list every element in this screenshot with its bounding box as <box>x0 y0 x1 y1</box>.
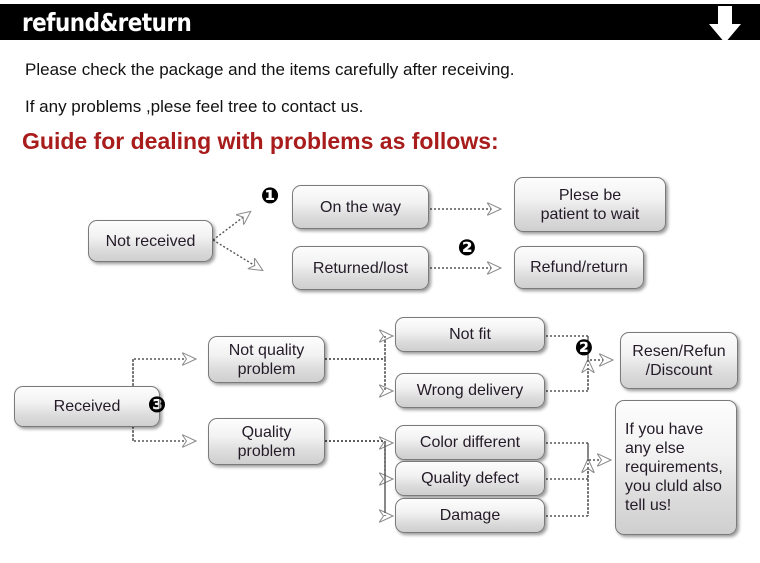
node-label-block: If you have any else requirements, you c… <box>625 420 723 515</box>
badge-3: ❸ <box>147 393 167 418</box>
node-returned-lost[interactable]: Returned/lost <box>292 246 429 290</box>
node-label-line-1: Resen/Refun <box>632 342 726 360</box>
node-not-fit[interactable]: Not fit <box>395 317 545 352</box>
node-label-line-5: tell us! <box>625 497 672 514</box>
node-not-received[interactable]: Not received <box>88 220 213 262</box>
badge-2-section1: ❷ <box>457 236 477 261</box>
node-not-quality-problem[interactable]: Not quality problem <box>208 336 325 383</box>
node-color-different[interactable]: Color different <box>395 425 545 460</box>
flowchart: Not received On the way Returned/lost Pl… <box>0 160 760 560</box>
node-quality-problem[interactable]: Quality problem <box>208 418 325 465</box>
node-label: Refund/return <box>530 259 628 276</box>
node-label: Wrong delivery <box>416 382 524 399</box>
node-label: Received <box>53 398 121 415</box>
node-damage[interactable]: Damage <box>395 498 545 533</box>
node-label-line-4: you cluld also <box>625 478 722 495</box>
node-label-line-3: requirements, <box>625 459 723 476</box>
node-label: Quality defect <box>421 470 519 487</box>
node-label: Color different <box>419 434 521 451</box>
badge-1: ❶ <box>260 184 280 209</box>
node-label-block: Quality problem <box>238 423 296 461</box>
node-label-line-1: If you have <box>625 421 704 438</box>
intro-line-1: Please check the package and the items c… <box>25 60 515 79</box>
node-on-the-way[interactable]: On the way <box>292 185 429 229</box>
down-arrow-icon <box>703 4 747 44</box>
node-label-line-2: /Discount <box>645 361 713 379</box>
guide-heading: Guide for dealing with problems as follo… <box>22 128 499 154</box>
node-quality-defect[interactable]: Quality defect <box>395 461 545 496</box>
node-label-line-1: Quality <box>241 423 292 441</box>
node-label: On the way <box>320 198 401 216</box>
node-label-line-2: patient to wait <box>540 205 640 223</box>
header-bar: refund&return <box>0 4 760 40</box>
node-label-line-2: problem <box>237 360 296 378</box>
node-label-block: Plese be patient to wait <box>541 186 640 224</box>
node-please-be-patient[interactable]: Plese be patient to wait <box>514 177 666 232</box>
node-refund-return[interactable]: Refund/return <box>514 246 644 289</box>
node-received[interactable]: Received <box>14 386 160 427</box>
node-label-line-2: problem <box>237 442 296 460</box>
intro-line-2: If any problems ,plese feel tree to cont… <box>25 97 364 116</box>
node-label-block: Not quality problem <box>229 341 305 379</box>
node-label-line-1: Plese be <box>558 186 622 204</box>
node-label: Not fit <box>449 326 491 343</box>
page-title: refund&return <box>22 8 192 37</box>
node-wrong-delivery[interactable]: Wrong delivery <box>395 373 545 408</box>
node-resend-refund-discount[interactable]: Resen/Refun /Discount <box>620 332 738 389</box>
node-label-block: Resen/Refun /Discount <box>632 342 725 380</box>
node-label: Not received <box>105 232 196 250</box>
badge-2-section2: ❷ <box>574 336 594 361</box>
node-label-line-1: Not quality <box>228 341 305 359</box>
node-label-line-2: any else <box>625 440 685 457</box>
node-label: Damage <box>439 507 501 524</box>
node-label: Returned/lost <box>312 259 409 277</box>
flowchart-connectors <box>132 160 760 560</box>
node-additional-requirements-note[interactable]: If you have any else requirements, you c… <box>615 400 737 535</box>
